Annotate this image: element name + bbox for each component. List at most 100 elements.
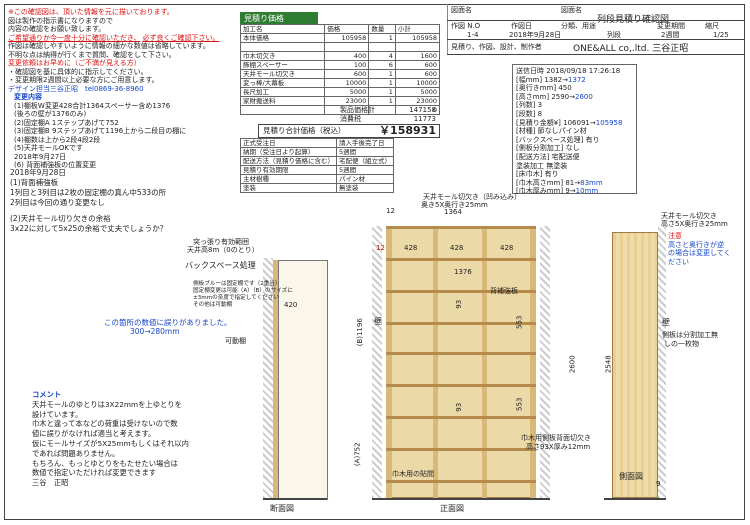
table-header: 加工名 価格 数量 小計: [239, 24, 441, 34]
changes-line: 2018年9月27日: [14, 152, 67, 161]
title-block: 図面名 図面名 列段見積り確認図 作図 N.O 作図日 分類、用途 変更期間 縮…: [447, 4, 745, 55]
page-value: 1/25: [713, 31, 729, 39]
side-small: 固定棚変更は可能（A）（B）のサイズに: [193, 288, 293, 294]
cell: 塗装: [240, 183, 337, 193]
cell: 600: [394, 69, 441, 79]
cell: 5000: [394, 87, 441, 97]
cut-label: 巾木用側板背面切欠き: [521, 434, 591, 442]
side-small: ±3mmの奈度で指定してください: [193, 295, 279, 301]
changes-line: (2)固定棚A 1ステップあげて752: [14, 118, 119, 127]
notice-line: 不明な点は納得が行くまで質問、確認をして下さい。: [8, 50, 176, 59]
dim-a: (A)752: [353, 442, 362, 467]
side-panel-left: [386, 226, 392, 498]
table-row: 配送方法（見積り価格に含む）宅配便（組立式）: [240, 156, 394, 166]
info-line: [巾木高さmm] 81→: [516, 178, 581, 187]
cell: 23000: [324, 96, 370, 106]
update-line: (2)天井モール切り欠きの余裕: [10, 214, 111, 223]
depth-420: 420: [284, 301, 298, 309]
side-small: その他は可動棚: [193, 302, 233, 308]
comment-line: であれば問題ありません。: [32, 448, 120, 458]
cell: 1: [368, 78, 396, 88]
period-value: 2週間: [661, 31, 680, 39]
cell: 天井モール切欠き: [239, 69, 326, 79]
side-note-2: 天井高8m（0のとり）: [187, 246, 259, 254]
comment-line: もちろん、もっとゆとりをもたせたい場合は: [32, 458, 178, 468]
info-line: [材種] 節なしパイン材: [516, 127, 587, 136]
label-revision: 変更期間: [657, 22, 685, 30]
info-line: [配送方法] 宅配送便: [516, 152, 580, 161]
changes-block: 変更内容 (1)棚板W変更428合計1364スペーサー含め1376 (後ろの壁が…: [14, 93, 186, 170]
changes-line: (3)固定棚B 9ステップあげて1196上から二段目の棚に: [14, 127, 187, 135]
cell: 宅配便（組立式）: [336, 156, 394, 166]
cell: 見積り有効期限: [240, 165, 337, 175]
info-depth-new: 10mm: [575, 187, 599, 196]
notice-warning-2: 必ず良くご確認下さい。: [142, 33, 220, 42]
cell: 0: [394, 105, 441, 115]
table-row: 正式受注日請入手後完了日: [240, 138, 394, 148]
notice-block: ※この確認図は、頂いた情報を元に描いております。 図は製作の指示書になりますので…: [8, 8, 220, 93]
section-back-panel: [273, 260, 278, 498]
cell: パイン材: [336, 174, 394, 184]
update-line: (1)背面補強板: [10, 178, 59, 187]
cell: [324, 105, 370, 115]
notice-warning: ご希望通りか今一度十分に確認いただき、: [8, 33, 141, 42]
cell: 5週間: [336, 165, 394, 175]
side-panel: [612, 232, 658, 498]
changes-line: (5)天井モールOKです: [14, 144, 84, 152]
category-value: 列段: [607, 31, 621, 39]
shelf: [386, 416, 536, 419]
cut-sub: 高さ93X厚み12mm: [526, 443, 591, 451]
cell: 400: [324, 51, 370, 61]
info-line: [床巾木] 有り: [516, 170, 559, 179]
shelf: [386, 352, 536, 355]
dim-b: (B)1196: [355, 318, 364, 347]
error-note: この箇所の数値に誤りがありました。: [104, 318, 232, 327]
cell: 納期（受注日より起算）: [240, 147, 337, 157]
info-line: 塗装加工 無塗装: [516, 161, 568, 170]
bookcase-front: [386, 226, 536, 498]
cell: 1: [368, 87, 396, 97]
info-line: [幅mm] 1382→: [516, 75, 569, 84]
col-width: 428: [404, 244, 418, 252]
notice-line: 図は製作の指示書になりますので: [8, 16, 113, 25]
cell: 巾木切欠き: [239, 51, 326, 61]
total-row: 見積り合計価格（税込） ￥158931: [258, 124, 440, 138]
cell: 請入手後完了日: [336, 138, 394, 148]
changes-line: (6) 背面補強板の位置変更: [14, 161, 97, 169]
label-drawing-no: 図面名: [451, 6, 472, 14]
table-row: 納期（受注日より起算）5週間: [240, 147, 394, 157]
update-line: 2018年9月28日: [10, 168, 66, 177]
error-fix: 300→280mm: [130, 327, 180, 336]
table-row: 0: [239, 105, 441, 115]
subtotal-value: 147158: [409, 106, 436, 114]
col-qty: 数量: [368, 24, 396, 34]
change-line: ・確認図を基に具体的に指示してください。: [8, 67, 148, 76]
drawing-frame: [4, 4, 745, 520]
shelf: [386, 322, 536, 325]
info-price-new: 105958: [595, 118, 623, 127]
label-drawing-name: 図面名: [561, 6, 582, 14]
width-total: 1364: [444, 208, 462, 216]
cell: 正式受注日: [240, 138, 337, 148]
shelf: [386, 384, 536, 387]
shelf-bottom: [386, 480, 536, 483]
contact: デザイン担当三谷正昭 tel0869-36-8960: [8, 84, 144, 93]
tax-label: 消費税: [340, 115, 361, 123]
comment-line: 天井モールのゆとりは3X22mmを上ゆとりを: [32, 399, 182, 409]
cell: 1: [368, 69, 396, 79]
side-panel-right: [530, 226, 536, 498]
cell: 1: [368, 96, 396, 106]
front-wall-left: [372, 226, 382, 498]
divider-1: [433, 226, 438, 498]
total-value: ￥158931: [379, 124, 436, 137]
side-wall-label: 壁: [662, 318, 670, 327]
comment-line: 値に誤りがなければ適当と考えます。: [32, 429, 156, 439]
side-small: 側板ブルーは固定棚です（2重当）: [193, 281, 281, 287]
top-margin: 12: [386, 207, 395, 215]
dim-93: 93: [455, 402, 464, 412]
comment-line: 数値で指定いただければ変更できます: [32, 468, 157, 478]
